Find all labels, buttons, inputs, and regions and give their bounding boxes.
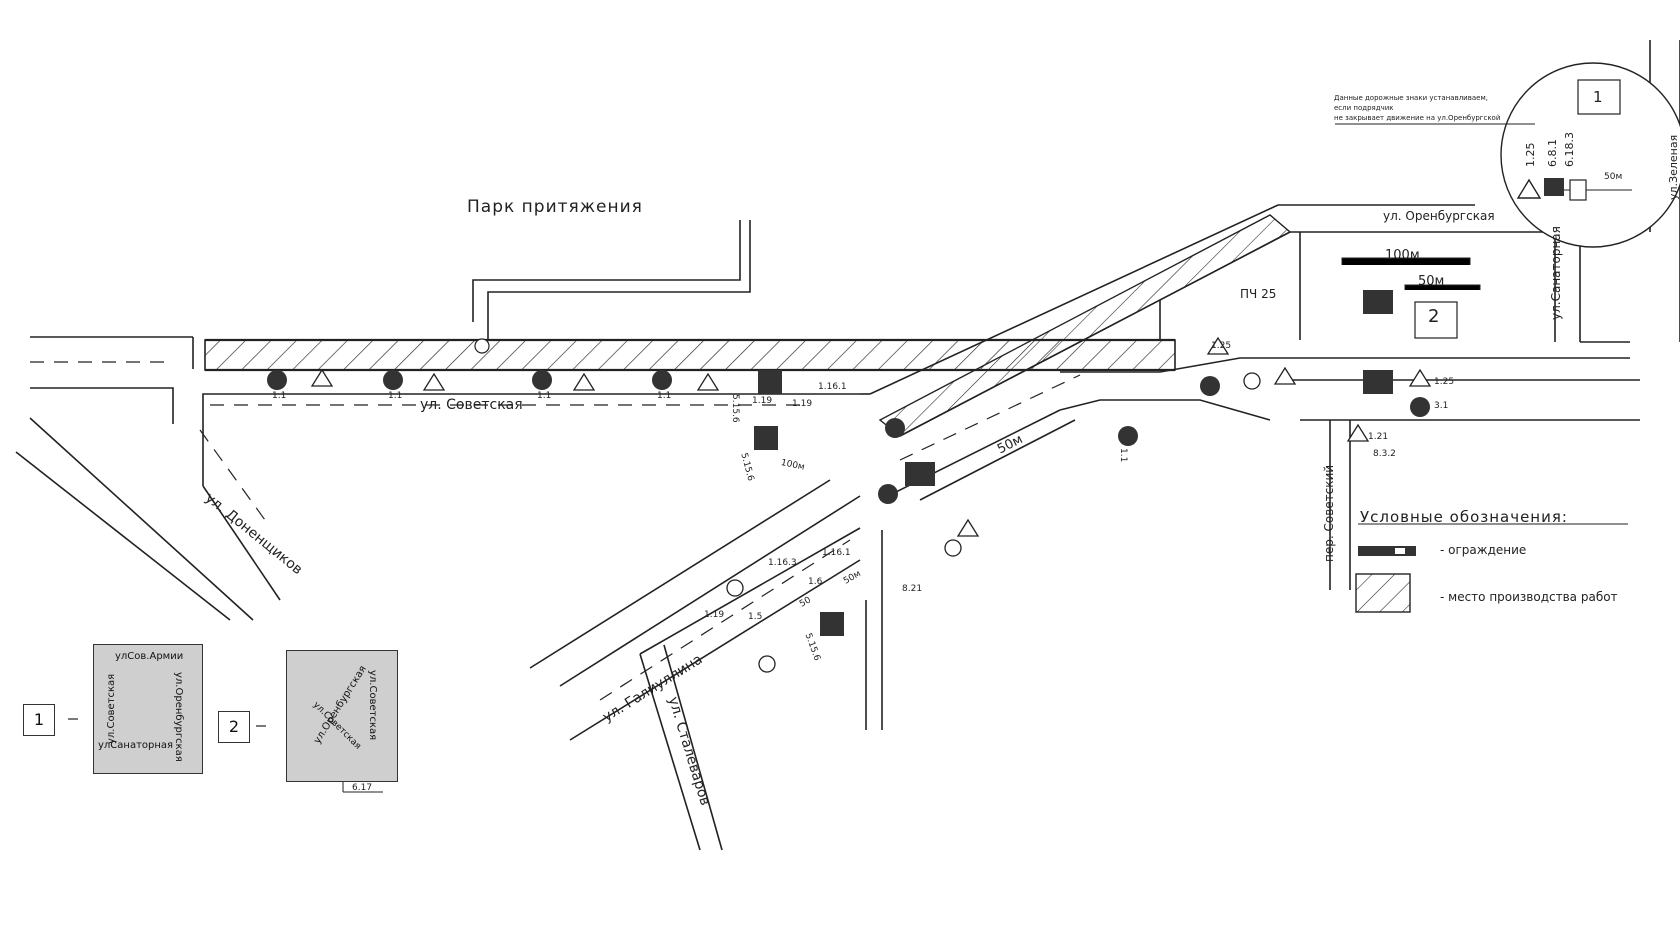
warning-sign-icon: [422, 372, 446, 391]
detour-sign-icon: [1363, 290, 1393, 314]
legend-title: Условные обозначения:: [1360, 508, 1568, 526]
warning-sign-icon: [1206, 336, 1230, 355]
street-orenburgskaya: ул. Оренбургская: [1383, 209, 1495, 223]
fence: [205, 338, 1175, 372]
distance-100-top: 100м: [1385, 248, 1420, 263]
sign-code: 1.1: [657, 391, 672, 401]
distance-50-top: 50м: [1418, 274, 1445, 289]
no-entry-sign-icon: [885, 418, 905, 438]
inset-circle: [1335, 62, 1680, 248]
speed-limit-sign-icon: [1243, 372, 1261, 390]
sign-code: 1.16.3: [768, 558, 797, 568]
speed-limit-sign-icon: [944, 539, 962, 557]
scheme1-panel: [93, 644, 203, 774]
lane-sign-icon: [820, 612, 844, 636]
scheme2-panel: [286, 650, 398, 782]
warning-sign-icon: [572, 372, 596, 391]
warning-sign-icon: [310, 368, 334, 387]
scheme-marker-dashes: [68, 718, 266, 727]
road-edges: [15, 40, 1680, 851]
sign-code: 1.1: [388, 391, 403, 401]
scheme1-marker: 1: [23, 704, 55, 736]
inset-sign-681: [1544, 178, 1564, 196]
no-entry-sign-icon: [652, 370, 672, 390]
scheme2-marker: 2: [218, 711, 250, 743]
legend-fence-glyph: [1358, 546, 1416, 556]
no-entry-sign-icon: [267, 370, 287, 390]
scheme1-bottom: улСанаторная: [98, 740, 174, 751]
inset-sign-code: 6.18.3: [1563, 132, 1576, 167]
no-entry-sign-icon: [1200, 376, 1220, 396]
street-zelenaya: ул.Зеленая: [1667, 134, 1680, 200]
no-entry-sign-icon: [532, 370, 552, 390]
block-marker: 2: [1428, 306, 1440, 327]
legend-work-area-glyph: [1355, 573, 1411, 613]
distance-ticks: [1341, 257, 1481, 339]
sign-code: 1.1: [537, 391, 552, 401]
street-sanatornaya: ул.Санаторная: [1549, 226, 1563, 320]
sign-code: 1.1: [1118, 448, 1128, 463]
warning-sign-icon: [956, 518, 980, 537]
pch25-label: ПЧ 25: [1240, 287, 1277, 301]
detour-sign-icon: [1363, 370, 1393, 394]
scheme2-sign: 6.17: [352, 783, 373, 793]
legend-work-area-label: - место производства работ: [1440, 590, 1618, 604]
sign-code: 5.15.6: [730, 394, 740, 423]
lane-sign-icon: [758, 370, 782, 394]
inset-sign-6183: [1569, 179, 1587, 201]
sign-code: 1.16.1: [822, 548, 851, 558]
inset-marker: 1: [1593, 88, 1603, 106]
scheme1-right: ул.Оренбургская: [173, 672, 184, 762]
no-entry-sign-icon: [383, 370, 403, 390]
no-entry-sign-icon: [878, 484, 898, 504]
distance-50-inset: 50м: [1604, 172, 1623, 182]
inset-sign-code: 1.25: [1524, 142, 1537, 168]
lane-sign-icon: [754, 426, 778, 450]
speed-limit-sign-icon: [726, 579, 744, 597]
warning-sign-icon: [1408, 368, 1432, 387]
legend-fence-label: - ограждение: [1440, 543, 1527, 557]
sign-code: 1.5: [748, 612, 763, 622]
sign-code: 1.16.1: [818, 382, 847, 392]
street-sovetskaya: ул. Советская: [420, 397, 523, 413]
sign-code: 1.6: [808, 577, 823, 587]
inset-note-line1: Данные дорожные знаки устанавливаем,: [1334, 94, 1488, 102]
park-label: Парк притяжения: [467, 197, 643, 217]
scheme1-top: улСов.Армии: [115, 651, 184, 662]
speed-limit-sign-icon: [758, 655, 776, 673]
inset-sign-code: 6.8.1: [1546, 139, 1559, 167]
legend-glyphs: [1355, 523, 1628, 613]
scheme2-marker-text: 2: [228, 717, 240, 736]
sign-code: 1.19: [704, 610, 725, 620]
sign-code: 1.25: [1211, 341, 1232, 351]
sign-code: 1.19: [792, 399, 813, 409]
sign-code: 1.19: [752, 396, 773, 406]
no-entry-sign-icon: [1410, 397, 1430, 417]
lane-markings: [30, 361, 1081, 701]
warning-sign-icon: [1273, 366, 1297, 385]
sign-code: 1.25: [1434, 377, 1455, 387]
inset-note-line3: не закрывает движение на ул.Оренбургской: [1334, 114, 1501, 122]
sign-code: 8.21: [902, 584, 923, 594]
inset-warning-sign: [1516, 178, 1542, 199]
scheme2-right: ул.Советская: [367, 670, 378, 741]
sign-code: 1.21: [1368, 432, 1389, 442]
work-area: [204, 214, 1292, 437]
street-per-sovetsky: пер. Советский: [1322, 464, 1336, 562]
scheme1-marker-text: 1: [33, 710, 45, 729]
warning-sign-icon: [1346, 423, 1370, 442]
no-entry-sign-icon: [1118, 426, 1138, 446]
sign-code: 8.3.2: [1373, 449, 1396, 459]
sun-work-icon: [474, 338, 490, 354]
inset-note-line2: если подрядчик: [1334, 104, 1394, 112]
scheme1-left: ул.Советская: [106, 673, 117, 744]
sign-code: 3.1: [1434, 401, 1449, 411]
warning-sign-icon: [696, 372, 720, 391]
road-signs: [267, 290, 1432, 673]
detour-sign-icon: [905, 462, 935, 486]
sign-code: 1.1: [272, 391, 287, 401]
